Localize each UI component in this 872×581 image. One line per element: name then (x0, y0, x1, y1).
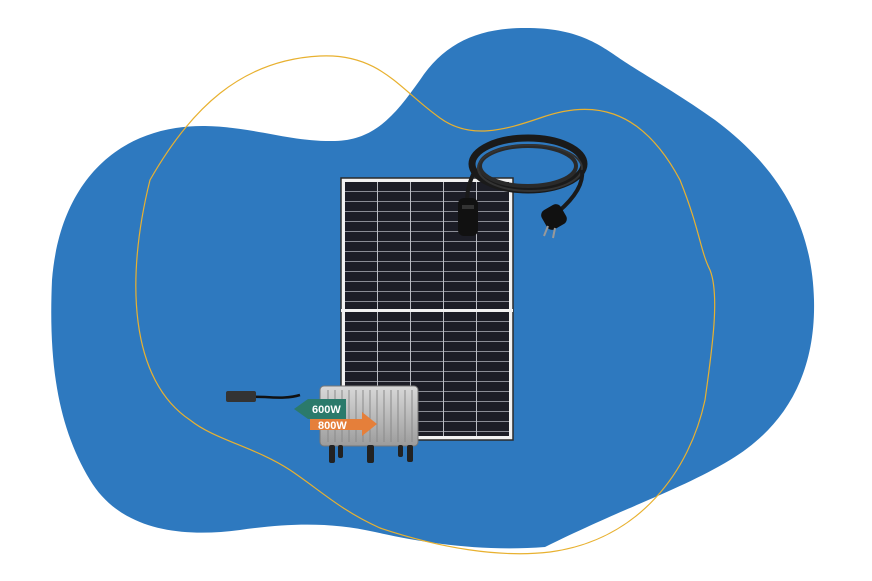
dc-connector-icon (226, 391, 256, 402)
svg-text:600W: 600W (312, 404, 341, 416)
schuko-plug-icon (541, 204, 567, 239)
badge-800w: 800W (310, 412, 377, 436)
solar-panel (340, 177, 514, 441)
svg-text:800W: 800W (318, 420, 347, 432)
badge-600w: 600W (294, 399, 346, 419)
yellow-accent-line (135, 55, 716, 555)
solar-connector-icon (458, 198, 478, 236)
